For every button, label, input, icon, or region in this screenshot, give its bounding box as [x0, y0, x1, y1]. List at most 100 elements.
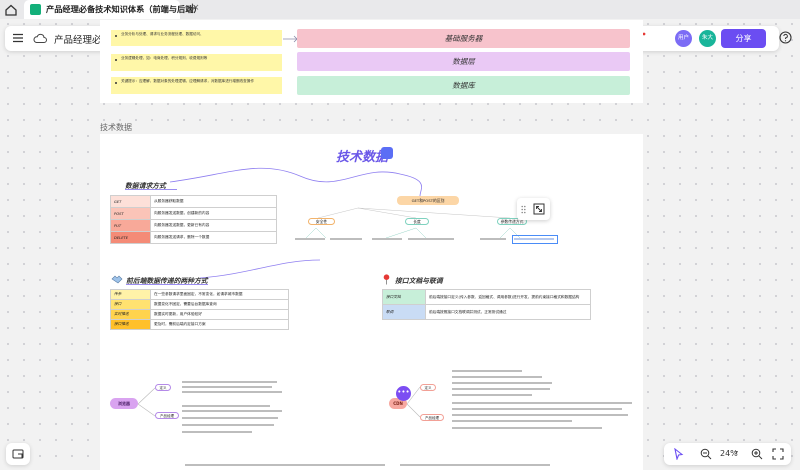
layer-base-server[interactable]: 基础服务器 [297, 29, 630, 48]
pref-key-cell: 实时推送 [110, 309, 151, 320]
avatar[interactable]: 用户 [675, 30, 692, 47]
avatar[interactable]: 朱大 [699, 30, 716, 47]
cloud-sync-icon[interactable] [33, 33, 47, 44]
table-row: 实时推送 数据实时更新，用户体验较好 [110, 309, 289, 320]
handshake-icon [111, 275, 123, 284]
mind-text [182, 391, 282, 393]
pref-desc-cell: 数据变化不固定，需要后台数据库查询 [150, 299, 289, 310]
select-tool-icon[interactable] [673, 448, 684, 460]
doc-desc-cell: 前后端按接口定义(传入参数、返回格式、调用参数)进行开发，提前约束接口格式和数据… [425, 289, 591, 305]
bottom-text [185, 464, 385, 466]
minimap-toggle[interactable] [6, 443, 30, 465]
mind-text [452, 420, 572, 422]
flow-detail-text [408, 238, 454, 240]
flow-detail-text [372, 238, 402, 240]
zoom-out-icon[interactable] [700, 448, 712, 460]
flow-child-node[interactable]: 长度 [405, 218, 429, 225]
sticky-note[interactable]: 业务分析与处理、请求与业务流程处理、数据访问、 [111, 30, 282, 46]
connector-lines [137, 167, 521, 418]
method-cell: PUT [110, 219, 151, 232]
architecture-board[interactable]: 业务分析与处理、请求与业务流程处理、数据访问、 业务逻辑处理，如：电商处理、积分… [100, 20, 643, 103]
pref-key-cell: 传参 [110, 289, 151, 300]
flow-child-node[interactable]: 安全性 [308, 218, 335, 225]
mind-map-node[interactable]: 定义 [420, 384, 436, 391]
mind-text [182, 424, 274, 426]
method-desc-cell: 向服务器发送数据，更新已有内容 [150, 219, 277, 232]
table-row: GET 从服务器获取数据 [110, 195, 277, 208]
mind-text [452, 427, 602, 429]
mind-map-root[interactable]: 浏览器 [110, 398, 138, 409]
chevron-down-icon[interactable]: ▾ [735, 449, 739, 456]
mind-map-root[interactable]: CDN [389, 398, 407, 409]
mind-text [452, 388, 550, 390]
mind-text [182, 417, 278, 419]
mind-text [182, 431, 252, 433]
drag-handle-icon[interactable] [521, 205, 526, 214]
table-row: DELETE 向服务器发送请求，删除一个数据 [110, 231, 277, 244]
doc-key-cell: 联调 [382, 304, 426, 320]
api-docs-heading: 接口文档与联调 [395, 277, 443, 285]
request-methods-heading: 数据请求方式 [125, 182, 166, 190]
zoom-in-icon[interactable] [751, 448, 763, 460]
mind-map-node[interactable]: 产品经理 [155, 412, 179, 419]
tab-document[interactable]: 产品经理必备技术知识体系（前端与后端） × [24, 0, 202, 19]
flow-detail-text [295, 238, 325, 240]
table-row: 接口文档 前后端按接口定义(传入参数、返回格式、调用参数)进行开发，提前约束接口… [382, 289, 591, 305]
section-label: 技术数据 [100, 123, 132, 132]
table-row: POST 向服务器发送数据，创建新的内容 [110, 207, 277, 220]
table-row: 接口 数据变化不固定，需要后台数据库查询 [110, 299, 289, 310]
bottom-text [400, 464, 550, 466]
method-desc-cell: 向服务器发送请求，删除一个数据 [150, 231, 277, 244]
tab-title: 产品经理必备技术知识体系（前端与后端） [46, 4, 202, 14]
table-row: 接口推送 更及时，需前后端约定接口方案 [110, 319, 289, 330]
sticky-note[interactable]: 业务逻辑处理，如：电商处理、积分规则、收费规则等 [111, 54, 282, 71]
mind-text [182, 410, 282, 412]
flow-child-node[interactable]: 参数传递方式 [497, 218, 527, 225]
doc-desc-cell: 前后端按照接口文档联调并测试，正常测试通过 [425, 304, 591, 320]
pref-desc-cell: 数据实时更新，用户体验较好 [150, 309, 289, 320]
zoom-level[interactable]: 24% [720, 449, 738, 458]
mind-text [452, 402, 632, 404]
table-row: 联调 前后端按照接口文档联调并测试，正常测试通过 [382, 304, 591, 320]
selected-text-box[interactable] [512, 235, 558, 244]
new-tab-button[interactable]: + [187, 1, 198, 16]
api-docs-table: 接口文档 前后端按接口定义(传入参数、返回格式、调用参数)进行开发，提前约束接口… [382, 289, 591, 320]
table-row: PUT 向服务器发送数据，更新已有内容 [110, 219, 277, 232]
mind-text [182, 405, 270, 407]
pref-key-cell: 接口推送 [110, 319, 151, 330]
method-desc-cell: 从服务器获取数据 [150, 195, 277, 208]
layer-database[interactable]: 数据库 [297, 76, 630, 95]
flow-root-node[interactable]: GET和POST的区别 [397, 196, 459, 205]
method-cell: DELETE [110, 231, 151, 244]
doc-key-cell: 接口文档 [382, 289, 426, 305]
pref-key-cell: 接口 [110, 299, 151, 310]
mind-text [182, 381, 277, 383]
home-icon[interactable] [4, 3, 18, 17]
sticky-note[interactable]: 关键提示：应理解，数据对象的处理逻辑，应理解请求，对数据库进行增删改查操作 [111, 77, 282, 94]
mind-text [452, 382, 552, 384]
pref-desc-cell: 更及时，需前后端约定接口方案 [150, 319, 289, 330]
mind-map-node[interactable]: 定义 [155, 384, 171, 391]
prefs-table: 传参 在一些参数请求里面固定，不常变化，如请求城市数据 接口 数据变化不固定，需… [110, 289, 289, 330]
layer-data[interactable]: 数据层 [297, 52, 630, 71]
mind-text [452, 408, 622, 410]
more-options-icon[interactable]: ••• [396, 386, 411, 401]
arrow-connector [283, 35, 298, 43]
mind-text [452, 370, 522, 372]
fit-screen-icon[interactable] [772, 448, 784, 460]
method-cell: GET [110, 195, 151, 208]
board-title: 技术数据 [336, 150, 389, 165]
mind-map-node[interactable]: 产品经理 [420, 414, 444, 421]
mind-text [452, 394, 532, 396]
fit-frame-icon[interactable] [533, 203, 545, 215]
menu-icon[interactable] [12, 32, 24, 44]
heading-underline [126, 284, 208, 285]
pin-icon [383, 274, 390, 285]
share-button[interactable]: 分享 [721, 29, 766, 48]
help-icon[interactable] [779, 31, 792, 44]
element-popover [517, 198, 550, 220]
heading-underline [125, 189, 177, 190]
tech-data-board[interactable]: 技术数据 数据请求方式 GET 从服务器获取数据 POST 向服务器发送数据，创… [100, 134, 643, 470]
tab-bar: 产品经理必备技术知识体系（前端与后端） × + [0, 0, 800, 19]
tab-close-button[interactable]: × [192, 3, 200, 13]
